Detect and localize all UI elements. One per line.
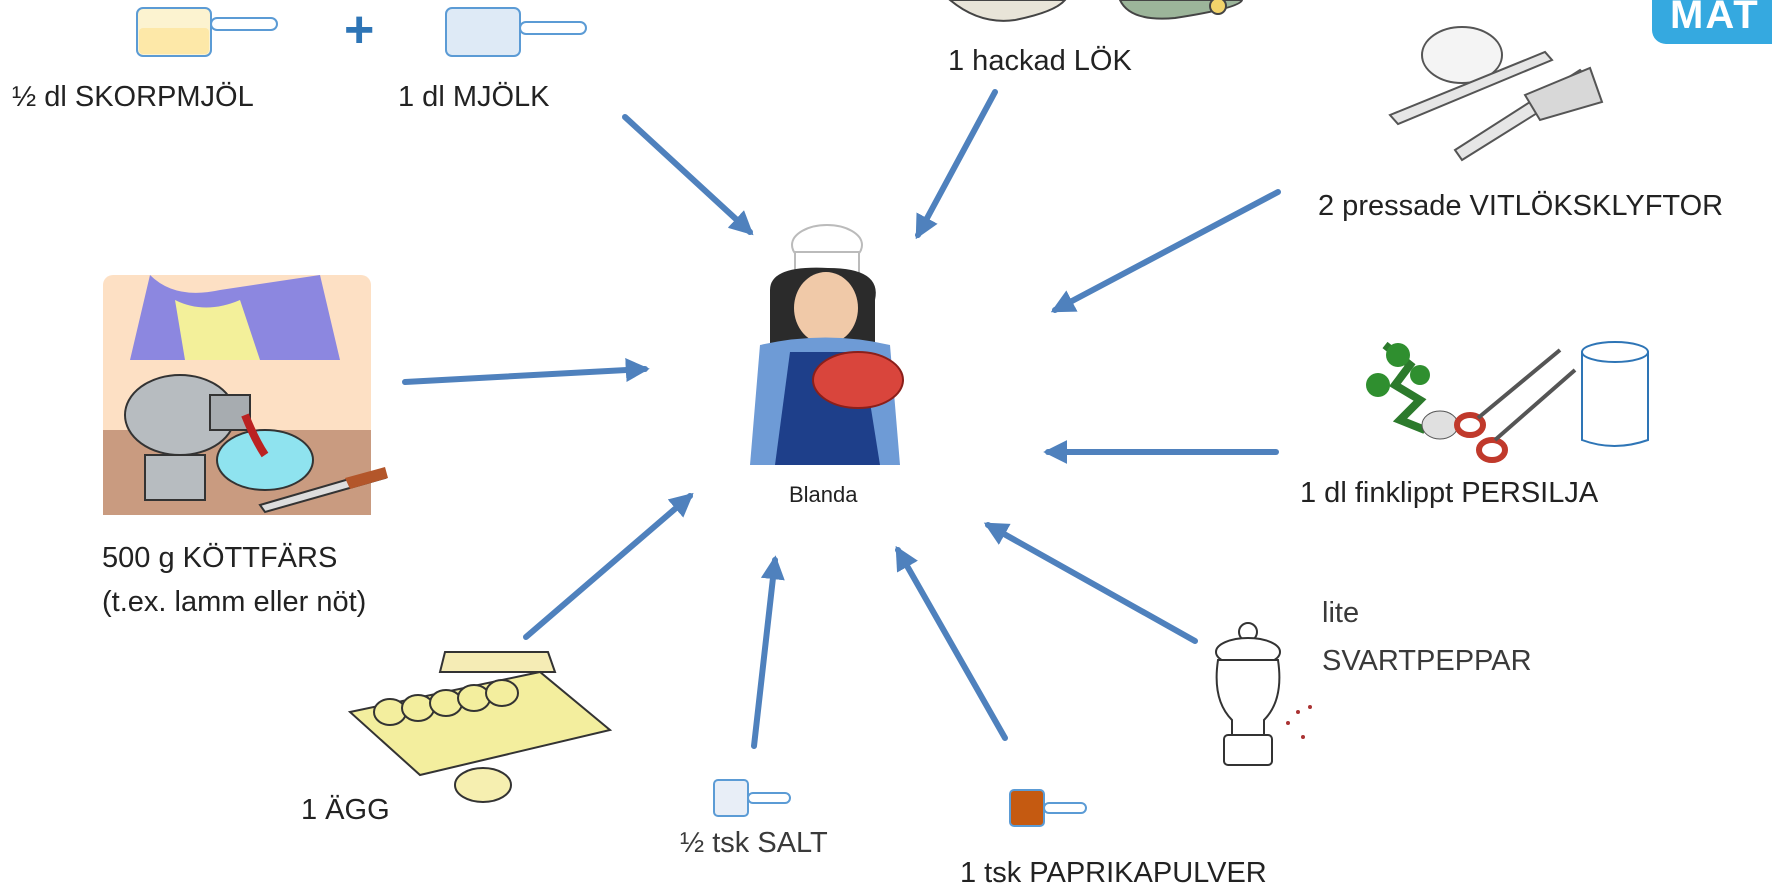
label-onion: 1 hackad LÖK xyxy=(948,45,1132,77)
chef-girl-icon xyxy=(750,224,904,465)
measuring-cup-icon xyxy=(136,7,278,57)
arrow-from-onion xyxy=(915,89,998,240)
label-garlic: 2 pressade VITLÖKSKLYFTOR xyxy=(1318,190,1724,222)
salt-spoon-icon xyxy=(713,779,791,817)
pepper-mill-icon xyxy=(1215,622,1312,766)
arrow-from-pepper xyxy=(983,522,1198,644)
paprika-spoon-icon xyxy=(1009,789,1087,827)
plus-sign: + xyxy=(344,1,375,59)
arrow-from-paprika xyxy=(895,545,1008,741)
garlic-press-icon xyxy=(1388,26,1604,162)
arrow-from-egg xyxy=(523,492,694,640)
label-milk: 1 dl MJÖLK xyxy=(398,81,550,113)
center-label: Blanda xyxy=(789,482,858,507)
onion-icon xyxy=(948,0,1244,22)
logo: MAT xyxy=(1652,0,1772,44)
parsley-scissors-glass-icon xyxy=(1366,341,1649,463)
arrow-from-salt xyxy=(751,555,785,749)
arrow-from-milk xyxy=(622,114,754,236)
arrow-from-mince xyxy=(402,358,650,385)
label-pepper-line2: SVARTPEPPAR xyxy=(1322,645,1532,677)
label-egg: 1 ÄGG xyxy=(301,794,390,826)
label-mince-line1: 500 g KÖTTFÄRS xyxy=(102,542,338,574)
arrow-from-garlic xyxy=(1050,189,1281,313)
meat-grinder-icon xyxy=(103,275,388,515)
label-parsley: 1 dl finklippt PERSILJA xyxy=(1300,477,1599,509)
egg-carton-icon xyxy=(347,651,613,803)
label-mince-line2: (t.ex. lamm eller nöt) xyxy=(102,586,367,618)
label-paprika: 1 tsk PAPRIKAPULVER xyxy=(960,857,1267,889)
measuring-cup-icon xyxy=(445,7,587,57)
label-pepper-line1: lite xyxy=(1322,597,1360,629)
label-salt: ½ tsk SALT xyxy=(680,827,828,859)
label-breadcrumbs: ½ dl SKORPMJÖL xyxy=(12,81,254,113)
